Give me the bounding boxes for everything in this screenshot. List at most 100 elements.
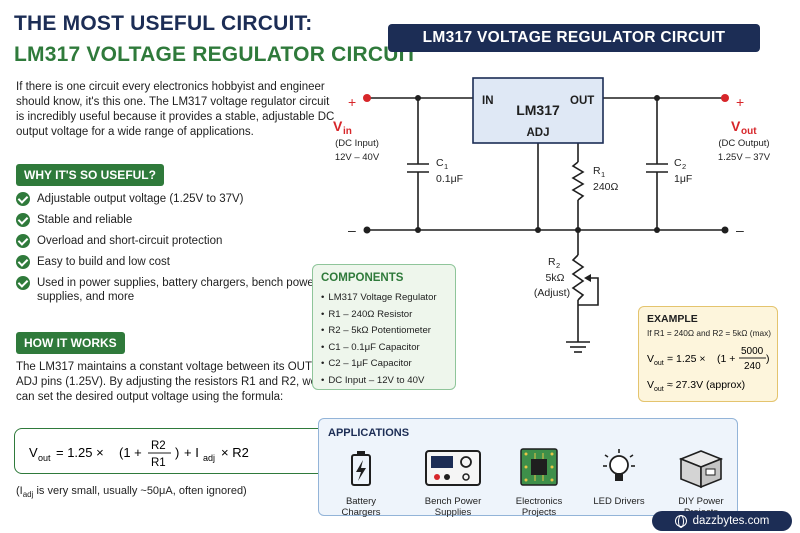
formula-plus: + I bbox=[184, 445, 199, 460]
junction-dot bbox=[415, 227, 421, 233]
component-item: R1 – 240Ω Resistor bbox=[321, 307, 447, 324]
formula-vout: V bbox=[29, 445, 38, 460]
formula-box: V out = 1.25 × (1 + R2 R1 ) + I adj × R2 bbox=[14, 428, 332, 474]
r1-sub: 1 bbox=[601, 170, 605, 179]
how-heading: HOW IT WORKS bbox=[16, 332, 125, 354]
vout-minus-sign: – bbox=[736, 222, 744, 238]
brand-text: dazzbytes.com bbox=[692, 515, 770, 527]
junction-dot bbox=[535, 227, 541, 233]
app-item-led: LED Drivers bbox=[579, 445, 659, 507]
component-item: C1 – 0.1μF Capacitor bbox=[321, 340, 447, 357]
check-icon bbox=[16, 276, 30, 290]
bench-power-supply-icon bbox=[425, 450, 481, 486]
components-title: COMPONENTS bbox=[321, 272, 404, 284]
example-title: EXAMPLE bbox=[647, 313, 698, 325]
components-box: COMPONENTS LM317 Voltage Regulator R1 – … bbox=[312, 264, 456, 390]
vout-range: 1.25V – 37V bbox=[718, 152, 771, 163]
why-list: Adjustable output voltage (1.25V to 37V)… bbox=[16, 192, 346, 311]
example-eq: = 1.25 × bbox=[667, 353, 706, 365]
junction-dot bbox=[415, 95, 421, 101]
vin-range: 12V – 40V bbox=[335, 152, 380, 163]
r2-zigzag bbox=[571, 254, 585, 301]
why-item: Easy to build and low cost bbox=[16, 255, 346, 269]
why-item: Stable and reliable bbox=[16, 213, 346, 227]
vin-desc: (DC Input) bbox=[335, 138, 379, 149]
vin-label-sub: in bbox=[343, 126, 352, 137]
formula-open: (1 + bbox=[119, 445, 142, 460]
formula-svg: V out = 1.25 × (1 + R2 R1 ) + I adj × R2 bbox=[29, 440, 249, 469]
check-icon bbox=[16, 213, 30, 227]
r2-value: 5kΩ bbox=[546, 272, 565, 284]
vout-desc: (DC Output) bbox=[718, 138, 769, 149]
how-paragraph: The LM317 maintains a constant voltage b… bbox=[16, 361, 335, 403]
ic-name: LM317 bbox=[516, 102, 560, 118]
terminal-ground-left bbox=[363, 226, 371, 234]
example-close: ) bbox=[766, 353, 770, 365]
component-item: DC Input – 12V to 40V bbox=[321, 373, 447, 390]
c2-name: C bbox=[674, 157, 682, 169]
c1-sub: 1 bbox=[444, 162, 448, 171]
formula-vout-sub: out bbox=[38, 453, 51, 463]
r2-wiper-wire bbox=[578, 277, 599, 306]
junction-dot bbox=[575, 227, 581, 233]
why-item-text: Used in power supplies, battery chargers… bbox=[37, 277, 318, 303]
intro-paragraph: If there is one circuit every electronic… bbox=[16, 81, 335, 138]
why-item-text: Easy to build and low cost bbox=[37, 256, 170, 268]
terminal-ground-right bbox=[721, 226, 729, 234]
formula-note: (Iadj is very small, usually ~50μA, ofte… bbox=[16, 485, 247, 500]
junction-dot bbox=[654, 95, 660, 101]
terminal-vout bbox=[721, 94, 729, 102]
c2-value: 1μF bbox=[674, 173, 692, 185]
page-title-line1: THE MOST USEFUL CIRCUIT: bbox=[14, 12, 313, 35]
junction-dot bbox=[654, 227, 660, 233]
formula-close: ) bbox=[175, 445, 179, 460]
component-item: C2 – 1μF Capacitor bbox=[321, 356, 447, 373]
component-item: LM317 Voltage Regulator bbox=[321, 290, 447, 307]
project-box-icon bbox=[678, 450, 724, 489]
why-item: Adjustable output voltage (1.25V to 37V) bbox=[16, 192, 346, 206]
page-title-line2: LM317 VOLTAGE REGULATOR CIRCUIT bbox=[14, 43, 418, 66]
check-icon bbox=[16, 234, 30, 248]
c2-sub: 2 bbox=[682, 162, 686, 171]
r1-value: 240Ω bbox=[593, 181, 619, 193]
example-vout-sub: out bbox=[654, 360, 664, 367]
formula-den: R1 bbox=[151, 457, 166, 469]
app-item-diy: DIY PowerProjects bbox=[661, 445, 741, 518]
battery-icon bbox=[351, 451, 371, 486]
pin-adj-label: ADJ bbox=[526, 127, 549, 139]
example-condition: If R1 = 240Ω and R2 = 5kΩ (max) bbox=[647, 328, 772, 338]
example-box: EXAMPLE If R1 = 240Ω and R2 = 5kΩ (max) … bbox=[638, 306, 778, 402]
pin-in-label: IN bbox=[482, 95, 494, 107]
vout-label-sub: out bbox=[741, 126, 757, 137]
circuit-banner: LM317 VOLTAGE REGULATOR CIRCUIT bbox=[388, 24, 760, 52]
terminal-vin bbox=[363, 94, 371, 102]
component-item: R2 – 5kΩ Potentiometer bbox=[321, 323, 447, 340]
check-icon bbox=[16, 255, 30, 269]
check-icon bbox=[16, 192, 30, 206]
light-bulb-icon bbox=[603, 449, 635, 481]
r2-wiper-arrow bbox=[584, 274, 591, 282]
lm317-chip bbox=[472, 77, 604, 144]
brand-badge[interactable]: dazzbytes.com bbox=[652, 511, 792, 531]
c1-name: C bbox=[436, 157, 444, 169]
formula-num: R2 bbox=[151, 440, 166, 452]
applications-title: APPLICATIONS bbox=[328, 427, 410, 439]
example-result-sub: out bbox=[654, 386, 664, 393]
example-vout: V bbox=[647, 353, 654, 365]
example-result-v: V bbox=[647, 379, 654, 391]
r2-note: (Adjust) bbox=[534, 287, 570, 299]
vout-label: V bbox=[731, 118, 741, 134]
circuit-schematic: IN OUT LM317 ADJ + + – – V in (DC Input)… bbox=[333, 77, 771, 353]
circuit-board-icon bbox=[520, 448, 558, 486]
c1-value: 0.1μF bbox=[436, 173, 463, 185]
example-open: (1 + bbox=[717, 353, 735, 365]
example-den: 240 bbox=[744, 361, 761, 372]
vin-minus-sign: – bbox=[348, 222, 356, 238]
why-item: Used in power supplies, battery chargers… bbox=[16, 276, 346, 304]
why-heading: WHY IT'S SO USEFUL? bbox=[16, 164, 164, 186]
